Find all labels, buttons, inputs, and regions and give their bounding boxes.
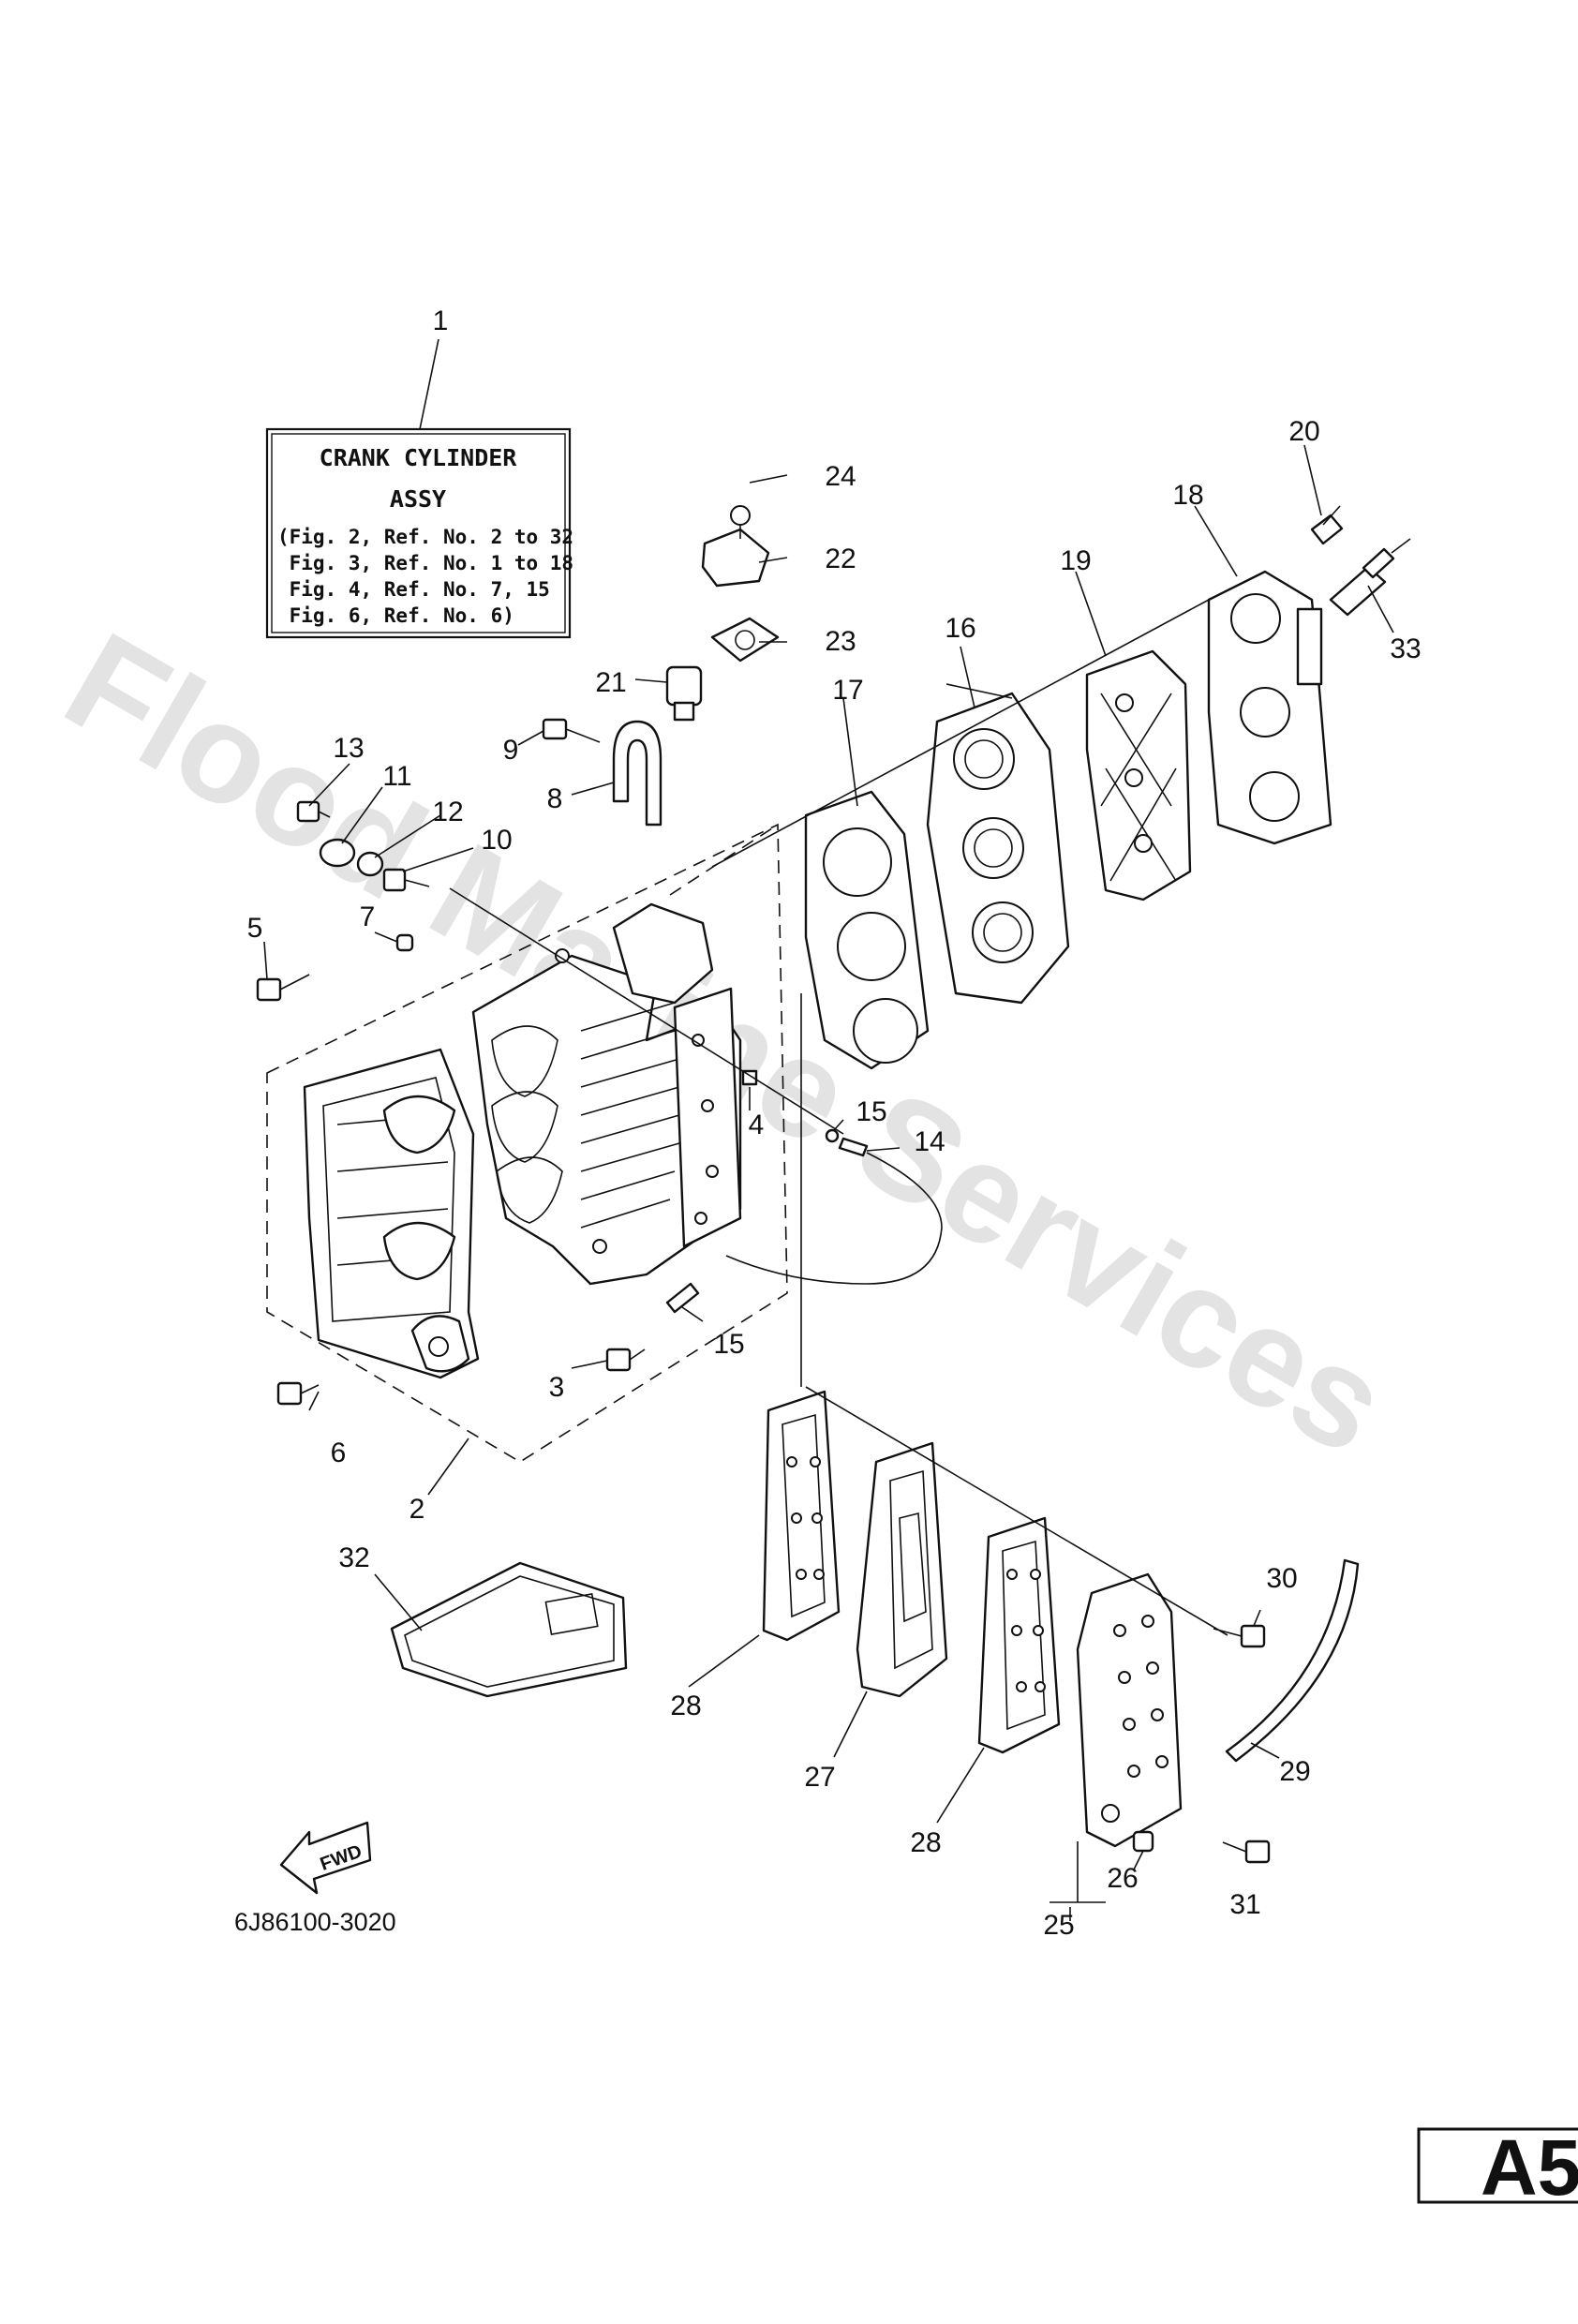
thermostat-cover — [701, 505, 770, 588]
bolt-10 — [382, 868, 430, 892]
part-number: 6J86100-3020 — [234, 1908, 396, 1936]
leader-lines — [263, 444, 1394, 1921]
label-ref-line-2: Fig. 3, Ref. No. 1 to 18 — [277, 552, 573, 574]
bolt-3 — [605, 1348, 646, 1372]
callout-32: 32 — [338, 1542, 369, 1573]
callout-27: 27 — [804, 1762, 835, 1793]
cylinder-head-cover — [1207, 570, 1332, 845]
callout-29: 29 — [1279, 1756, 1310, 1787]
label-ref-line-1: (Fig. 2, Ref. No. 2 to 32 — [277, 526, 573, 548]
gasket-32 — [390, 1561, 628, 1698]
exhaust-gasket-inner — [977, 1516, 1061, 1754]
label-title-line1: CRANK CYLINDER — [320, 444, 518, 471]
exhaust-inner-cover — [856, 1441, 948, 1698]
cylinder-block — [471, 902, 742, 1286]
callout-11: 11 — [382, 761, 411, 792]
callout-12: 12 — [432, 797, 463, 827]
callout-24: 24 — [825, 461, 856, 492]
callout-6: 6 — [331, 1438, 347, 1468]
callout-3: 3 — [549, 1372, 565, 1403]
callout-19: 19 — [1060, 545, 1091, 576]
hose-15b — [665, 1282, 700, 1314]
label-ref-line-4: Fig. 6, Ref. No. 6) — [277, 604, 514, 627]
fwd-arrow: FWD — [279, 1821, 372, 1895]
bolt-20 — [1310, 505, 1344, 545]
callout-18: 18 — [1172, 480, 1203, 511]
spark-plug — [1329, 538, 1411, 617]
callout-14: 14 — [914, 1126, 945, 1157]
head-cover-gasket — [1085, 649, 1192, 901]
callout-15b: 15 — [713, 1329, 744, 1360]
callout-28b: 28 — [910, 1827, 941, 1858]
hose-bracket — [612, 720, 662, 827]
callout-1: 1 — [433, 305, 449, 336]
crankcase-assembly-outline — [266, 823, 788, 1463]
callout-23: 23 — [825, 626, 856, 657]
callout-30: 30 — [1266, 1563, 1297, 1594]
callout-13: 13 — [333, 733, 364, 764]
crankcase-half — [303, 1048, 480, 1379]
callout-8: 8 — [547, 783, 563, 814]
thermostat — [665, 665, 703, 722]
dowel-pin-7 — [395, 933, 414, 952]
nipple-26 — [1132, 1830, 1154, 1853]
thermostat-gasket — [710, 617, 780, 663]
callout-25: 25 — [1043, 1910, 1074, 1941]
callout-10: 10 — [481, 825, 512, 856]
cylinder-head — [926, 683, 1070, 1005]
callout-9: 9 — [503, 735, 519, 766]
exhaust-gasket-outer — [762, 1390, 841, 1642]
callout-21: 21 — [595, 667, 626, 698]
callout-20: 20 — [1288, 416, 1319, 447]
callout-22: 22 — [825, 544, 856, 574]
bolt-9 — [542, 718, 601, 743]
bolt-31 — [1222, 1840, 1271, 1864]
alignment-lines — [449, 599, 1228, 1636]
callout-33: 33 — [1390, 633, 1421, 664]
bolt-13 — [296, 800, 331, 823]
plate-11 — [319, 838, 356, 868]
bolt-5 — [256, 974, 310, 1002]
crank-cylinder-assy-label: CRANK CYLINDER ASSY (Fig. 2, Ref. No. 2 … — [265, 427, 573, 639]
label-ref-line-3: Fig. 4, Ref. No. 7, 15 — [277, 578, 550, 601]
label-title-line2: ASSY — [390, 485, 446, 513]
page-tab-label: A5 — [1481, 2123, 1578, 2212]
pin-4 — [741, 1069, 758, 1086]
exhaust-outer-cover — [1076, 1572, 1183, 1848]
callout-2: 2 — [409, 1494, 425, 1525]
callout-16: 16 — [945, 613, 975, 644]
callout-17: 17 — [832, 675, 863, 706]
cylinder-head-gasket — [804, 790, 930, 1070]
callout-26: 26 — [1107, 1863, 1138, 1894]
page-tab: A5 — [1417, 2123, 1578, 2212]
callouts: 1 2 3 4 5 6 7 8 9 10 11 12 13 14 15 15 1… — [247, 305, 1422, 1941]
bolt-6 — [276, 1381, 320, 1406]
callout-28a: 28 — [670, 1691, 701, 1721]
callout-31: 31 — [1229, 1889, 1260, 1920]
washer-12 — [356, 851, 384, 877]
clip-15a — [825, 1128, 840, 1143]
hose-14 — [838, 1137, 869, 1157]
callout-4: 4 — [749, 1110, 765, 1140]
hose-29 — [1225, 1558, 1360, 1763]
callout-5: 5 — [247, 913, 263, 944]
callout-7: 7 — [360, 901, 376, 932]
bolt-30 — [1213, 1624, 1266, 1648]
callout-15a: 15 — [856, 1096, 886, 1127]
